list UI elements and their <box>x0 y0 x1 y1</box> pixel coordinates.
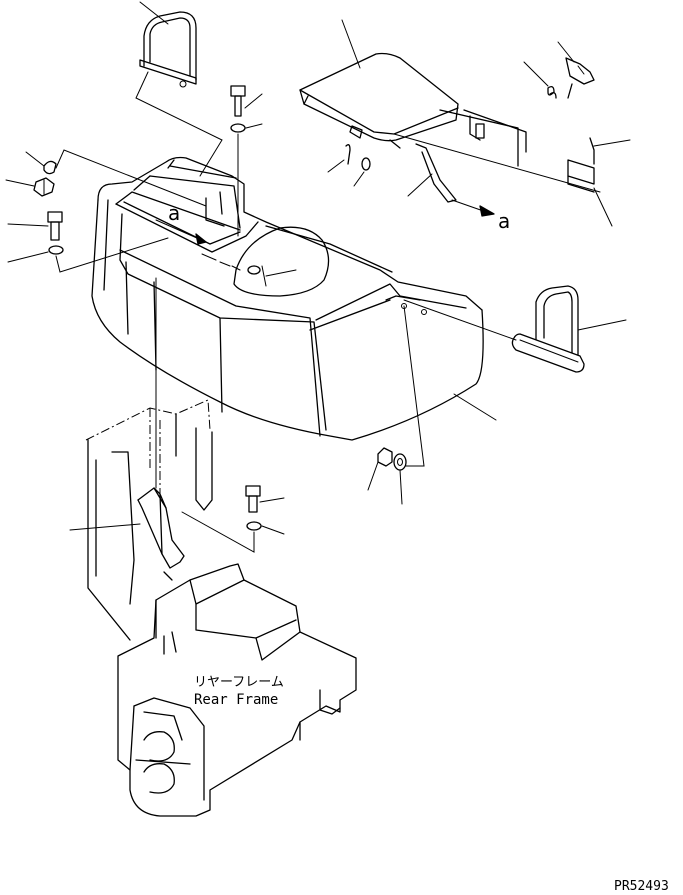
leader-striker-bottom <box>593 187 613 227</box>
leader-washer-lower <box>261 525 285 535</box>
rear-frame-label-jp: リヤーフレーム <box>194 675 284 690</box>
leader-right-fasteners <box>403 305 425 467</box>
nut-right <box>377 447 393 467</box>
nut-left <box>33 177 55 197</box>
leader-washer-right <box>399 469 403 505</box>
leader-handrail-right <box>577 319 627 331</box>
leader-striker-top <box>593 139 631 147</box>
leader-stay-rod <box>407 173 433 197</box>
leader-lower-fasteners <box>181 511 255 553</box>
rear-frame <box>117 563 357 817</box>
leader-hinge-pin <box>327 159 345 173</box>
leader-cover-lid <box>341 19 361 69</box>
ref-mark-a-lid: a <box>498 209 510 233</box>
hinge-pin <box>345 144 351 165</box>
leader-handrail-top-left <box>139 1 169 25</box>
leader-latch-part <box>557 41 575 63</box>
bolt-top-center <box>230 85 246 117</box>
leader-handrail-to-seat <box>135 71 223 177</box>
washer-top-center <box>230 123 246 133</box>
leader-nut-left <box>5 179 35 187</box>
leader-washer-to-body <box>55 237 169 273</box>
hinge-washer <box>361 157 371 171</box>
leader-body <box>453 393 497 421</box>
arrow-a-lid-head <box>479 205 495 217</box>
handrail-right <box>511 285 585 373</box>
cover-body <box>91 156 484 441</box>
latch-part <box>565 57 595 99</box>
bolt-left <box>47 211 63 241</box>
support-bracket <box>137 487 185 581</box>
striker-bracket <box>567 137 595 193</box>
arrow-a-body-head <box>195 233 207 245</box>
leader-washer-left <box>7 251 49 263</box>
washer-left <box>48 245 64 255</box>
leader-clip-to-body <box>55 149 207 207</box>
leader-bolt-lower <box>259 497 285 503</box>
front-bracket <box>85 399 213 641</box>
cover-lid <box>299 52 527 167</box>
leader-spring-clip <box>523 61 549 87</box>
handrail-top-left <box>139 11 197 88</box>
leader-support-bracket <box>69 523 141 531</box>
washer-right <box>393 453 407 471</box>
leader-seat-stud <box>265 269 297 277</box>
bolt-lower <box>245 485 261 513</box>
washer-lower <box>246 521 262 531</box>
leader-bolt-left <box>7 223 49 227</box>
leader-clip-left <box>25 151 45 167</box>
clip-left <box>43 160 57 175</box>
leader-nut-right <box>367 461 379 491</box>
leader-washer-top-center <box>245 123 263 129</box>
drawing-number: PR52493 <box>614 879 669 894</box>
leader-handrail-to-body <box>403 299 517 341</box>
leader-lid-to-bracket <box>393 133 601 193</box>
rear-frame-label-en: Rear Frame <box>194 692 278 708</box>
leader-hinge-washer <box>353 171 365 187</box>
spring-clip <box>547 86 557 99</box>
ref-mark-a-body: a <box>168 201 180 225</box>
leader-bolt-top-center <box>244 93 263 109</box>
stay-rod <box>415 143 457 203</box>
